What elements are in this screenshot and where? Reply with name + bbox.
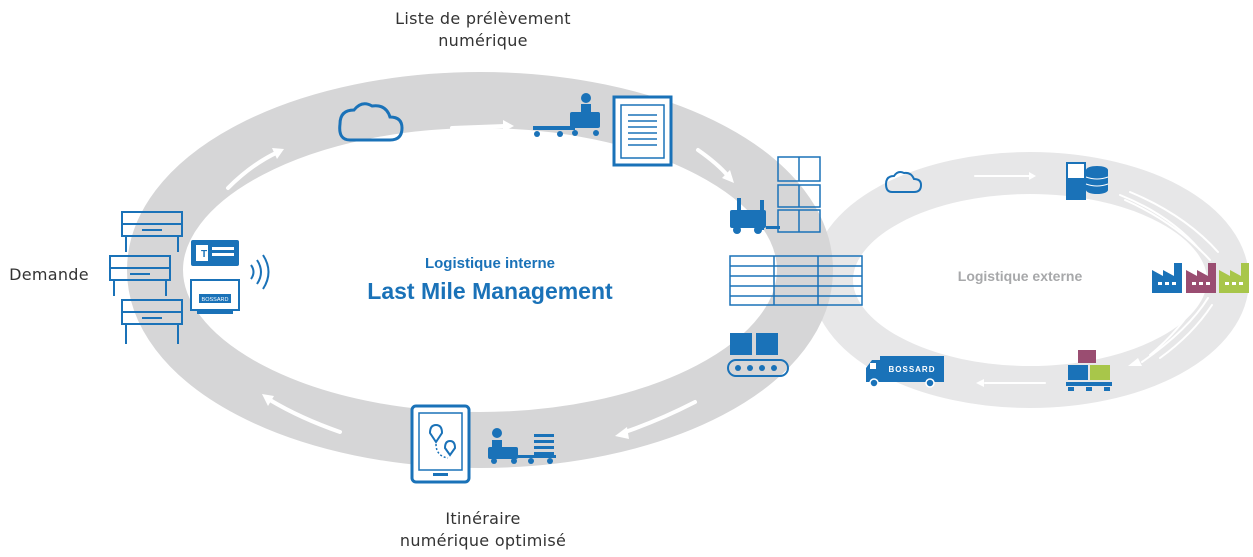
- external-flow-arrows: [974, 172, 1219, 387]
- external-cloud-icon: [884, 171, 923, 193]
- server-database-icon: [1066, 162, 1109, 200]
- delivery-worker-icon: [488, 428, 556, 464]
- picklist-label-line2: numérique: [438, 31, 528, 50]
- forklift-icon: [730, 156, 821, 234]
- demand-label: Demande: [9, 265, 89, 284]
- internal-flow-arrows: [226, 120, 734, 439]
- warehouse-shelving-icon: [729, 255, 863, 306]
- pallet-goods-icon: [1066, 350, 1112, 391]
- device-brand-text: BOSSARD: [202, 297, 229, 303]
- external-logistics-title: Logistique externe: [957, 268, 1083, 284]
- route-label-line1: Itinéraire: [445, 509, 521, 528]
- conveyor-boxes-icon: [727, 333, 789, 377]
- route-label: Itinéraire numérique optimisé: [368, 508, 598, 552]
- internal-logistics-subtitle: Logistique interne: [424, 255, 555, 272]
- route-tablet-icon: [410, 404, 471, 484]
- storage-shelves-icon: [109, 211, 183, 344]
- cloud-icon: [338, 102, 404, 142]
- picklist-document-icon: [612, 95, 673, 167]
- internal-logistics-ring: [127, 72, 833, 468]
- truck-brand-text: BOSSARD: [888, 365, 935, 374]
- delivery-truck-icon: BOSSARD: [866, 356, 944, 388]
- picklist-label: Liste de prélèvement numérique: [368, 8, 598, 52]
- svg-text:T: T: [201, 249, 207, 260]
- wireless-signal-icon: [250, 254, 270, 290]
- picklist-label-line1: Liste de prélèvement: [395, 9, 571, 28]
- factories-icon: [1152, 263, 1249, 293]
- last-mile-management-title: Last Mile Management: [367, 278, 613, 304]
- internal-logistics-title: Logistique interne Last Mile Management: [330, 255, 650, 305]
- smart-bin-device-icon: T BOSSARD: [190, 240, 270, 314]
- picker-cart-icon: [533, 93, 600, 137]
- route-label-line2: numérique optimisé: [399, 531, 567, 550]
